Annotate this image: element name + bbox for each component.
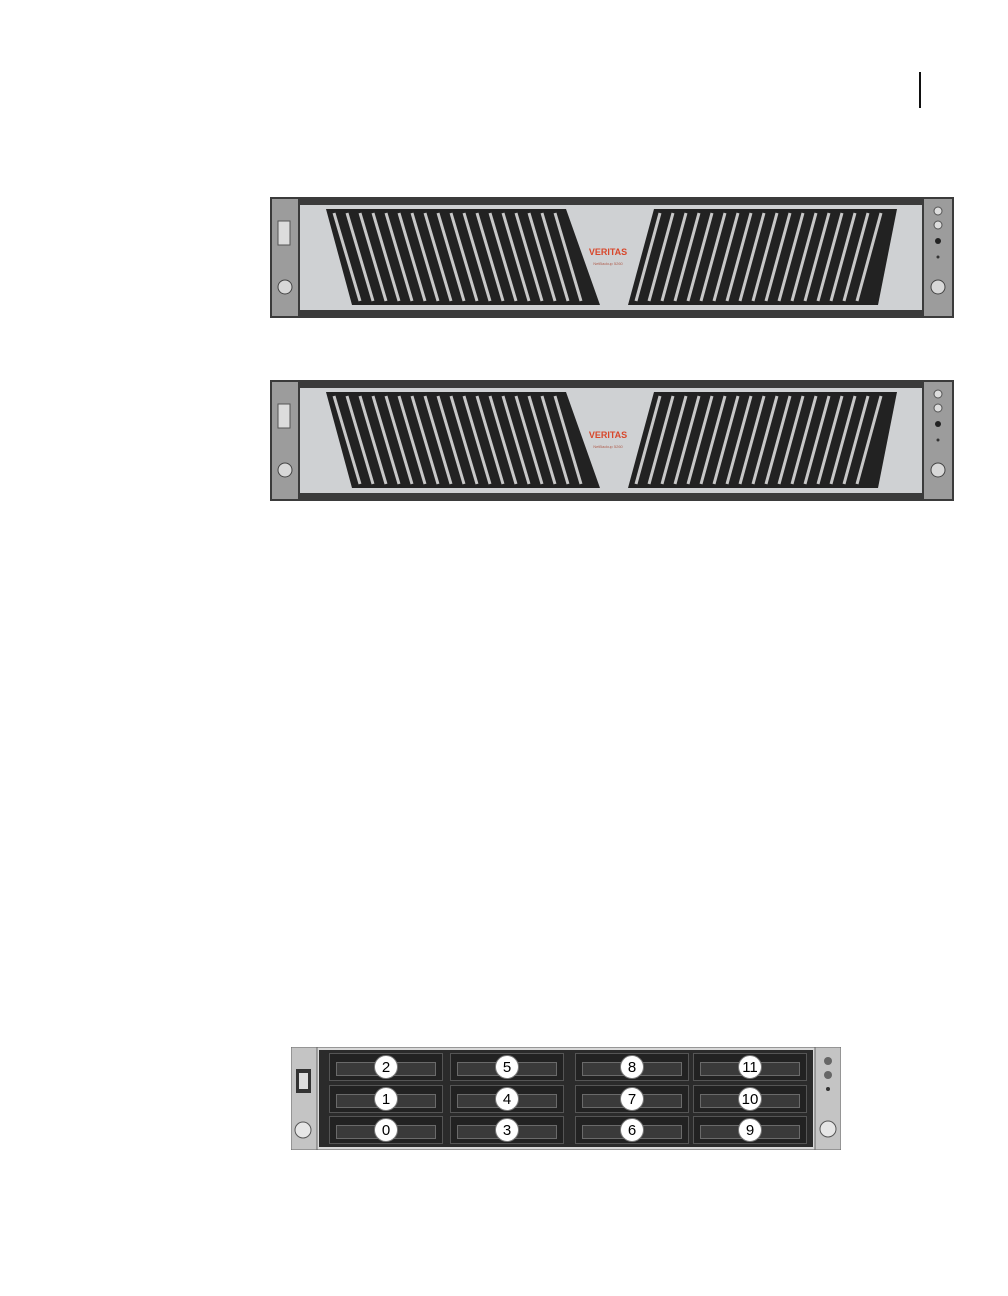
drive-bay[interactable]: 0 <box>329 1116 443 1144</box>
drive-bay-number: 2 <box>374 1055 398 1079</box>
drive-bay-number: 4 <box>495 1087 519 1111</box>
drive-bay-number: 10 <box>738 1087 762 1111</box>
drive-bay[interactable]: 1 <box>329 1085 443 1113</box>
drive-bay[interactable]: 4 <box>450 1085 564 1113</box>
drive-chassis: 2 1 0 5 4 3 8 7 6 11 10 9 <box>291 1047 841 1150</box>
drive-bay[interactable]: 6 <box>575 1116 689 1144</box>
drive-bay-number: 6 <box>620 1118 644 1142</box>
drive-bay[interactable]: 3 <box>450 1116 564 1144</box>
drive-bay-number: 8 <box>620 1055 644 1079</box>
drive-bay-number: 3 <box>495 1118 519 1142</box>
drive-bay[interactable]: 9 <box>693 1116 807 1144</box>
bezel-unit-1: VERITAS NetBackup 5260 <box>270 197 954 318</box>
bezel-1-brand: VERITAS <box>589 247 627 257</box>
bezel-2-model: NetBackup 5260 <box>593 444 623 449</box>
drive-bay[interactable]: 10 <box>693 1085 807 1113</box>
drive-bay[interactable]: 5 <box>450 1053 564 1081</box>
drive-bay-number: 7 <box>620 1087 644 1111</box>
drive-bay[interactable]: 7 <box>575 1085 689 1113</box>
page-marker-rule <box>919 72 921 108</box>
bezel-2-brand: VERITAS <box>589 430 627 440</box>
drive-bay[interactable]: 2 <box>329 1053 443 1081</box>
drive-bay[interactable]: 8 <box>575 1053 689 1081</box>
bezel-2-graphic: VERITAS NetBackup 5260 <box>270 380 954 501</box>
drive-bay-number: 5 <box>495 1055 519 1079</box>
drive-bay-number: 0 <box>374 1118 398 1142</box>
bezel-unit-2: VERITAS NetBackup 5260 <box>270 380 954 501</box>
drive-bay-number: 9 <box>738 1118 762 1142</box>
bezel-1-graphic: VERITAS NetBackup 5260 <box>270 197 954 318</box>
drive-bay-number: 1 <box>374 1087 398 1111</box>
drive-bay[interactable]: 11 <box>693 1053 807 1081</box>
drive-bay-number: 11 <box>738 1055 762 1079</box>
bezel-1-model: NetBackup 5260 <box>593 261 623 266</box>
